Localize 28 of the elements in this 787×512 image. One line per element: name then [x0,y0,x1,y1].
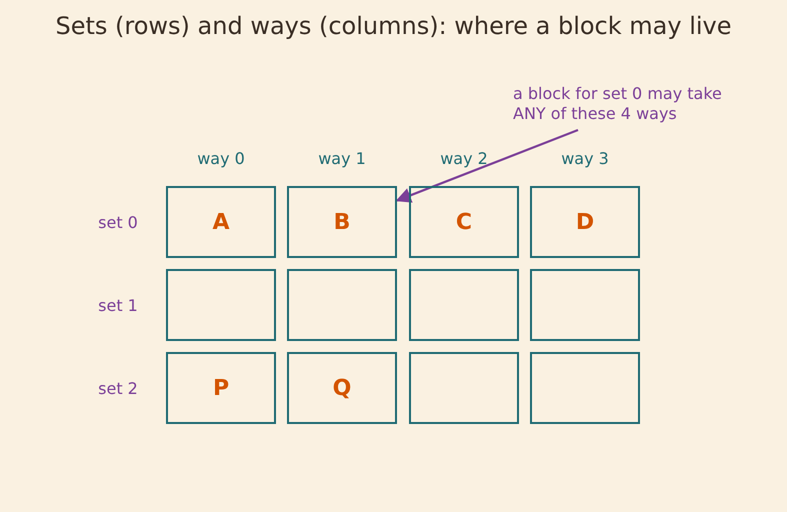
cache-slot [530,352,640,424]
cache-slot [409,352,519,424]
cache-slot [166,269,276,341]
row-label: set 2 [97,378,139,400]
block-letter: P [212,374,230,402]
cache-slot [287,186,397,258]
column-header: way 1 [317,148,367,170]
column-header: way 0 [196,148,246,170]
cache-slot [287,269,397,341]
cache-slot [409,186,519,258]
column-header: way 2 [439,148,489,170]
block-letter: A [212,208,230,236]
leader-arrow [396,128,578,203]
row-label: set 0 [97,212,139,234]
cache-slot [166,352,276,424]
row-label: set 1 [97,295,139,317]
block-letter: C [456,208,472,236]
cache-slot [530,186,640,258]
cache-slot [530,269,640,341]
title: Sets (rows) and ways (columns): where a block may live [54,11,732,42]
cache-slot [166,186,276,258]
column-header: way 3 [560,148,610,170]
cache-slot [287,352,397,424]
block-letter: D [576,208,594,236]
cache-slot [409,269,519,341]
block-letter: Q [332,374,352,402]
block-letter: B [334,208,350,236]
annotation-text: a block for set 0 may take ANY of these 4 ways [513,84,753,124]
